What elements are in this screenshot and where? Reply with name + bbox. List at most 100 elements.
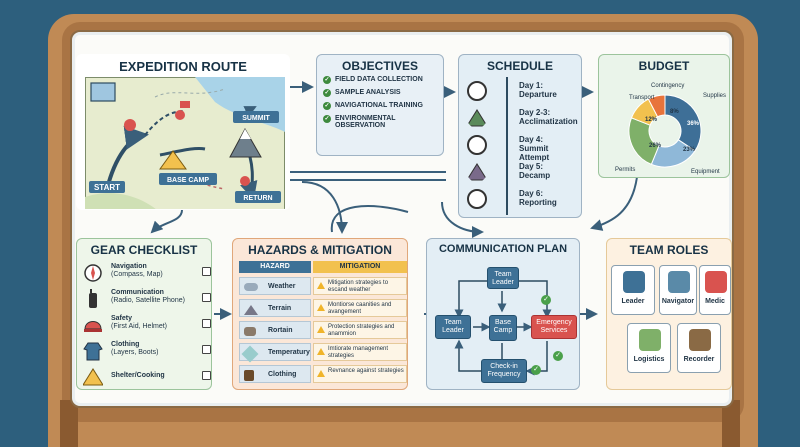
return-label: RETURN: [243, 195, 272, 202]
pct-contingency: 8%: [670, 109, 679, 115]
node-checkin-frequency: Check-in Frequency: [481, 359, 527, 383]
node-team-leader-top: Team Leader: [487, 267, 519, 289]
gear-checklist-panel: GEAR CHECKLIST Navigation(Compass, Map) …: [76, 238, 212, 390]
hazards-title: HAZARDS & MITIGATION: [248, 243, 392, 257]
connector-arrows: [150, 81, 638, 320]
schedule-item: Day 4:Summit Attempt: [467, 133, 577, 162]
check-icon: ✓: [323, 102, 331, 110]
schedule-item: Day 2-3:Acclimatization: [467, 106, 578, 130]
role-card-leader: Leader: [611, 265, 655, 315]
gear-item-safety: Safety(First Aid, Helmet): [83, 313, 211, 339]
gear-item-shelter: Shelter/Cooking: [83, 365, 211, 389]
route-title: EXPEDITION ROUTE: [119, 59, 247, 74]
radio-icon: [89, 289, 97, 308]
gear-item-navigation: Navigation(Compass, Map): [83, 261, 211, 287]
person-icon: [623, 271, 645, 293]
schedule-panel: SCHEDULE Day 1:Departure Day 2-3:Acclima…: [458, 54, 582, 218]
gear-title: GEAR CHECKLIST: [90, 243, 198, 257]
warning-icon: [317, 348, 325, 355]
comms-connectors: [454, 280, 552, 376]
warning-icon: [317, 304, 325, 311]
role-card-logistics: Logistics: [627, 323, 671, 373]
check-icon: ✓: [541, 295, 551, 305]
objective-item: ✓SAMPLE ANALYSIS: [323, 89, 401, 97]
mountain-icon: [467, 109, 487, 127]
check-icon: ✓: [323, 76, 331, 84]
return-pin-icon: [240, 176, 250, 186]
comms-title: COMMUNICATION PLAN: [438, 243, 568, 255]
objective-item: ✓NAVIGATIONAL TRAINING: [323, 102, 423, 110]
mountain-icon: [244, 305, 258, 315]
mountain-icon: [467, 163, 487, 181]
clock-icon: [467, 81, 487, 101]
gear-checkbox[interactable]: [202, 267, 211, 276]
logistics-icon: [639, 329, 661, 351]
jacket-icon: [83, 342, 103, 361]
clock-icon: [467, 135, 487, 155]
pct-supplies: 36%: [687, 121, 700, 127]
objective-item: ✓ENVIRONMENTAL OBSERVATION: [323, 115, 396, 129]
base-camp-label: BASE CAMP: [167, 177, 209, 184]
budget-slice-contingency: [647, 94, 666, 118]
cloud-icon: [244, 283, 258, 291]
supplies-label: Supplies: [703, 93, 726, 99]
notebook-icon: [689, 329, 711, 351]
gear-checkbox[interactable]: [202, 345, 211, 354]
equipment-label: Equipment: [691, 169, 720, 175]
budget-slice-permits: [628, 117, 660, 165]
helmet-icon: [84, 321, 102, 332]
gear-item-communication: Communication(Radio, Satellite Phone): [83, 287, 211, 313]
check-icon: ✓: [323, 89, 331, 97]
objectives-title: OBJECTIVES: [341, 59, 419, 73]
role-card-navigator: Navigator: [659, 265, 697, 315]
gear-checkbox[interactable]: [202, 293, 211, 302]
route-map: START BASE CAMP SUMMIT RETURN: [85, 77, 285, 209]
roles-title: TEAM ROLES: [629, 243, 709, 257]
medical-cross-icon: [705, 271, 727, 293]
budget-slice-supplies: [664, 94, 702, 152]
gear-item-clothing: Clothing(Layers, Boots): [83, 339, 211, 365]
team-roles-panel: TEAM ROLES Leader Navigator Medic Logist…: [606, 238, 732, 390]
warning-icon: [317, 326, 325, 333]
gear-checkbox[interactable]: [202, 319, 211, 328]
pct-transport: 12%: [645, 117, 658, 123]
clock-icon: [467, 189, 487, 209]
budget-title: BUDGET: [638, 59, 690, 73]
base-camp-tent-icon: [159, 150, 187, 170]
start-label: START: [94, 183, 120, 192]
node-emergency-services: Emergency Services: [531, 315, 577, 339]
permits-label: Permits: [615, 167, 635, 173]
transport-label: Transport: [629, 95, 655, 101]
role-card-recorder: Recorder: [677, 323, 721, 373]
node-team-leader-left: Team Leader: [435, 315, 471, 339]
boot-icon: [244, 370, 254, 381]
planning-board: EXPEDITION ROUTE START BASE CAMP: [70, 30, 734, 408]
check-icon: ✓: [553, 351, 563, 361]
budget-donut-chart: Transport Contingency Supplies Permits E…: [615, 83, 726, 175]
gear-checkbox[interactable]: [202, 371, 211, 380]
map-icon: [90, 82, 116, 102]
easel-leg-left: [60, 400, 78, 447]
compass-icon: [668, 271, 690, 293]
pct-permits: 26%: [649, 143, 662, 149]
warning-icon: [317, 282, 325, 289]
easel-leg-right: [722, 400, 740, 447]
mitigation-column-header: MITIGATION: [313, 261, 407, 273]
schedule-item: Day 1:Departure: [467, 79, 577, 103]
hazards-panel: HAZARDS & MITIGATION HAZARD MITIGATION W…: [232, 238, 408, 390]
pct-equipment: 23%: [683, 147, 696, 153]
rock-icon: [244, 327, 256, 336]
node-base-camp: Base Camp: [489, 315, 517, 341]
budget-panel: BUDGET Transport Contingency Supplies Pe…: [598, 54, 730, 178]
objective-item: ✓FIELD DATA COLLECTION: [323, 76, 423, 84]
communication-plan-panel: COMMUNICATION PLAN Team Leader Team Lead…: [426, 238, 580, 390]
tent-icon: [83, 368, 103, 386]
warning-icon: [317, 370, 325, 377]
check-icon: ✓: [531, 365, 541, 375]
schedule-item: Day 5:Decamp: [467, 160, 577, 184]
